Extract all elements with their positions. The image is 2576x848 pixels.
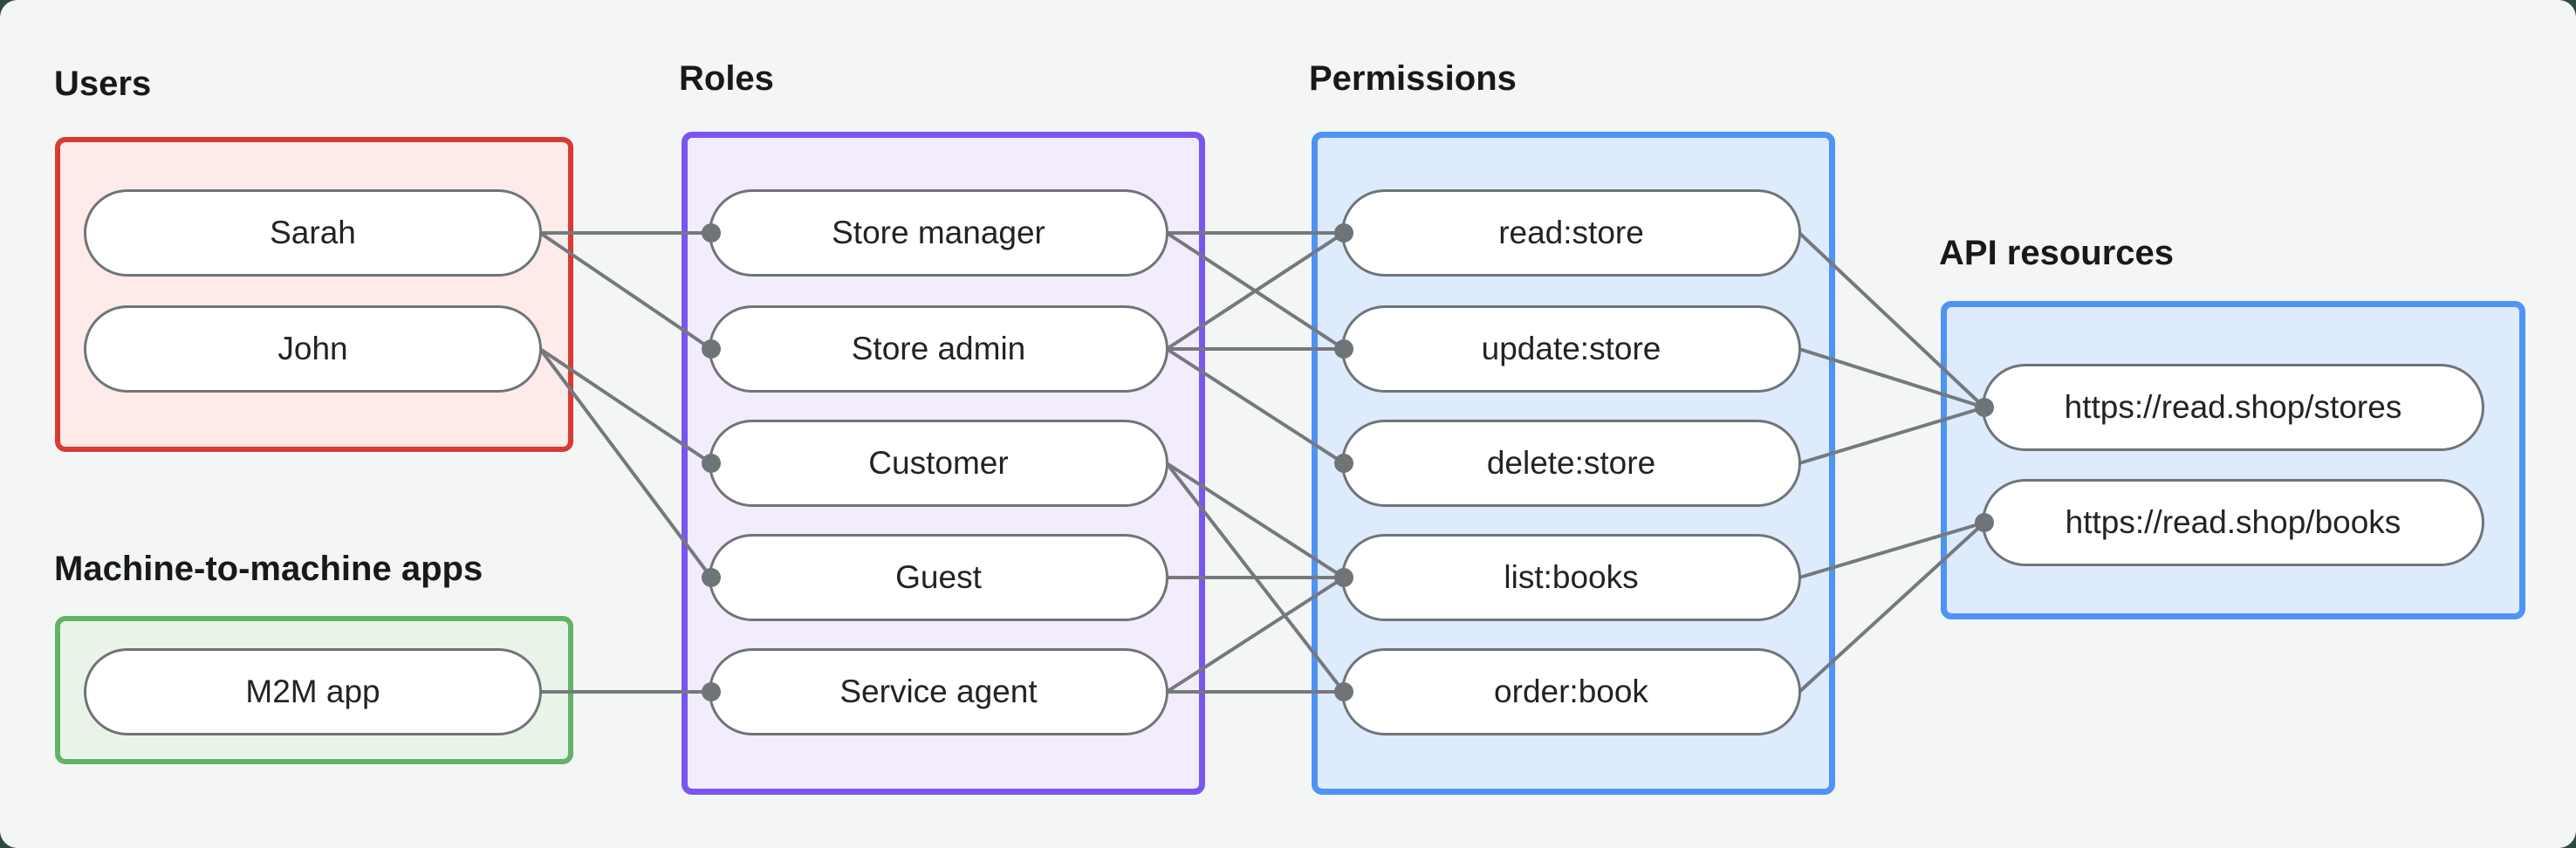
- node-list-books: list:books: [1341, 534, 1801, 621]
- node-api-stores: https://read.shop/stores: [1982, 364, 2484, 451]
- m2m-apps-label: Machine-to-machine apps: [54, 550, 483, 588]
- node-order-book: order:book: [1341, 648, 1801, 735]
- node-guest: Guest: [709, 534, 1168, 621]
- node-read-store: read:store: [1341, 189, 1801, 277]
- node-store-admin: Store admin: [709, 305, 1168, 393]
- node-m2m-app: M2M app: [84, 648, 542, 735]
- node-john: John: [84, 305, 542, 393]
- node-sarah: Sarah: [84, 189, 542, 277]
- permissions-label: Permissions: [1309, 59, 1517, 98]
- node-service-agent: Service agent: [709, 648, 1168, 735]
- node-update-store: update:store: [1341, 305, 1801, 393]
- api-resources-label: API resources: [1939, 234, 2175, 272]
- node-store-manager: Store manager: [709, 189, 1168, 277]
- api-resources-group-box: [1941, 301, 2525, 619]
- roles-label: Roles: [679, 59, 774, 98]
- node-customer: Customer: [709, 420, 1168, 507]
- users-label: Users: [54, 65, 152, 103]
